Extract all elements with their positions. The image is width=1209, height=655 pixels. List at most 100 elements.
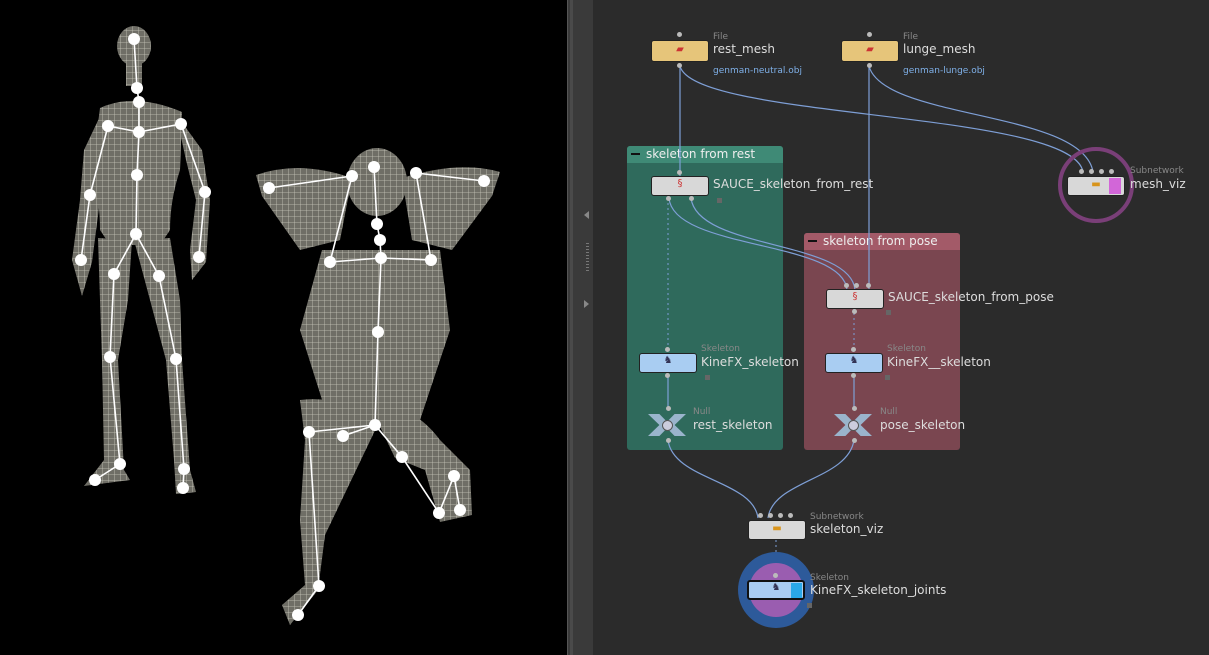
3d-viewport[interactable] [0,0,567,655]
joint[interactable] [478,175,490,187]
joint[interactable] [433,507,445,519]
bypass-flag[interactable] [717,198,722,203]
joint[interactable] [369,419,381,431]
joint[interactable] [410,167,422,179]
bypass-flag[interactable] [807,603,812,608]
joint[interactable] [337,430,349,442]
node-name[interactable]: rest_skeleton [693,418,773,432]
input-port[interactable] [867,32,872,37]
input-port[interactable] [773,573,778,578]
joint[interactable] [114,458,126,470]
node-name[interactable]: KineFX_skeleton [701,355,799,369]
node-name[interactable]: mesh_viz [1130,177,1186,191]
joint[interactable] [313,580,325,592]
node-body[interactable] [639,353,697,373]
netbox-skeleton-from-rest[interactable]: skeleton from rest [627,146,783,450]
joint[interactable] [454,504,466,516]
joint[interactable] [346,170,358,182]
input-port[interactable] [852,406,857,411]
joint[interactable] [448,470,460,482]
joint[interactable] [108,268,120,280]
joint[interactable] [131,82,143,94]
input-port[interactable] [1089,169,1094,174]
joint[interactable] [89,474,101,486]
node-name[interactable]: lunge_mesh [903,42,976,56]
node-body[interactable] [826,289,884,309]
node-name[interactable]: pose_skeleton [880,418,966,432]
input-port[interactable] [1079,169,1084,174]
input-port[interactable] [778,513,783,518]
node-name[interactable]: rest_mesh [713,42,775,56]
input-port[interactable] [758,513,763,518]
joint[interactable] [396,451,408,463]
joint[interactable] [133,126,145,138]
input-port[interactable] [666,406,671,411]
input-port[interactable] [854,283,859,288]
bypass-flag[interactable] [705,375,710,380]
collapse-icon[interactable] [808,240,817,242]
joint[interactable] [175,118,187,130]
output-port[interactable] [677,63,682,68]
joint[interactable] [199,186,211,198]
joint[interactable] [178,463,190,475]
joint[interactable] [374,234,386,246]
input-port[interactable] [788,513,793,518]
input-port[interactable] [768,513,773,518]
output-port[interactable] [666,438,671,443]
output-port[interactable] [689,196,694,201]
pane-divider[interactable] [567,0,593,655]
display-flag-icon[interactable] [791,583,802,598]
input-port[interactable] [844,283,849,288]
input-port[interactable] [1099,169,1104,174]
node-body[interactable] [748,520,806,540]
collapse-icon[interactable] [631,153,640,155]
joint[interactable] [131,169,143,181]
node-body[interactable] [651,176,709,196]
joint[interactable] [133,96,145,108]
netbox-header[interactable]: skeleton from pose [804,233,960,250]
node-body[interactable] [651,40,709,62]
netbox-skeleton-from-pose[interactable]: skeleton from pose [804,233,960,450]
joint[interactable] [170,353,182,365]
node-body[interactable] [825,353,883,373]
joint[interactable] [371,218,383,230]
joint[interactable] [153,270,165,282]
netbox-header[interactable]: skeleton from rest [627,146,783,163]
input-port[interactable] [851,347,856,352]
input-port[interactable] [677,32,682,37]
joint[interactable] [324,256,336,268]
output-port[interactable] [867,63,872,68]
node-name[interactable]: SAUCE_skeleton_from_pose [888,290,1054,304]
joint[interactable] [292,609,304,621]
input-port[interactable] [665,347,670,352]
input-port[interactable] [677,170,682,175]
node-name[interactable]: skeleton_viz [810,522,884,536]
bypass-flag[interactable] [886,310,891,315]
divider-grip-icon[interactable] [586,243,589,273]
joint[interactable] [263,182,275,194]
node-name[interactable]: KineFX__skeleton [887,355,991,369]
output-port[interactable] [851,373,856,378]
joint[interactable] [425,254,437,266]
joint[interactable] [104,351,116,363]
joint[interactable] [372,326,384,338]
collapse-right-arrow-icon[interactable] [584,300,589,308]
node-name[interactable]: KineFX_skeleton_joints [810,583,947,597]
joint[interactable] [102,120,114,132]
node-body[interactable] [841,40,899,62]
output-port[interactable] [852,438,857,443]
output-port[interactable] [666,196,671,201]
joint[interactable] [130,228,142,240]
input-port[interactable] [1109,169,1114,174]
joint[interactable] [303,426,315,438]
collapse-left-arrow-icon[interactable] [584,211,589,219]
joint[interactable] [375,252,387,264]
joint[interactable] [128,33,140,45]
display-flag-icon[interactable] [1109,178,1121,194]
output-port[interactable] [665,373,670,378]
joint[interactable] [177,482,189,494]
output-port[interactable] [852,309,857,314]
node-name[interactable]: SAUCE_skeleton_from_rest [713,177,874,191]
joint[interactable] [84,189,96,201]
bypass-flag[interactable] [885,375,890,380]
